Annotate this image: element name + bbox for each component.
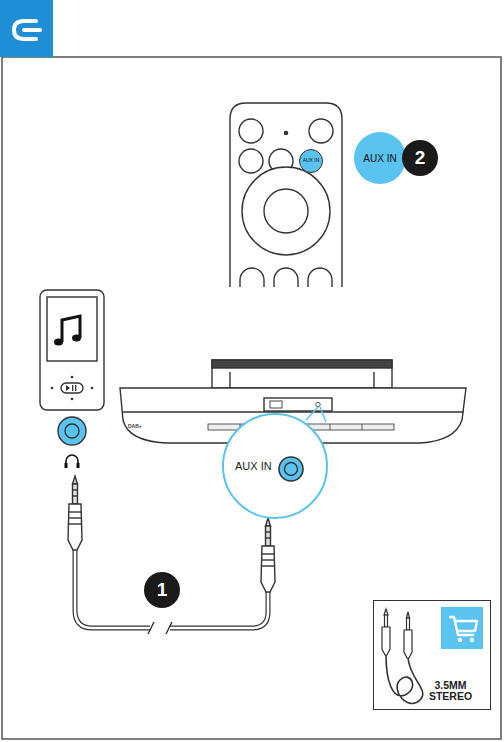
node-text: 2 [415,148,426,169]
accessory-box [382,607,483,703]
node-text: 1 [157,580,168,601]
callout-bubble: AUX IN [354,132,406,184]
magnifier-label: AUX IN [223,414,327,518]
panel-marking: DAB+ [128,423,142,429]
headphone-jack [58,417,86,468]
callout-number: 1 [144,572,180,608]
page-frame [2,57,501,739]
node-text: AUX IN [235,460,272,472]
plug-icon [14,21,40,39]
remote-button: AUX IN [299,149,323,173]
node-text: AUX IN [303,158,320,164]
magnifier [223,414,327,518]
remote-control [230,103,342,287]
node-text: 3.5MM STEREO [422,680,480,703]
accessory-box: 3.5MM STEREO [373,600,491,710]
music-player [40,290,104,410]
node-text: AUX IN [363,153,396,164]
callout-number: 2 [402,140,438,176]
section-tab [0,0,53,57]
